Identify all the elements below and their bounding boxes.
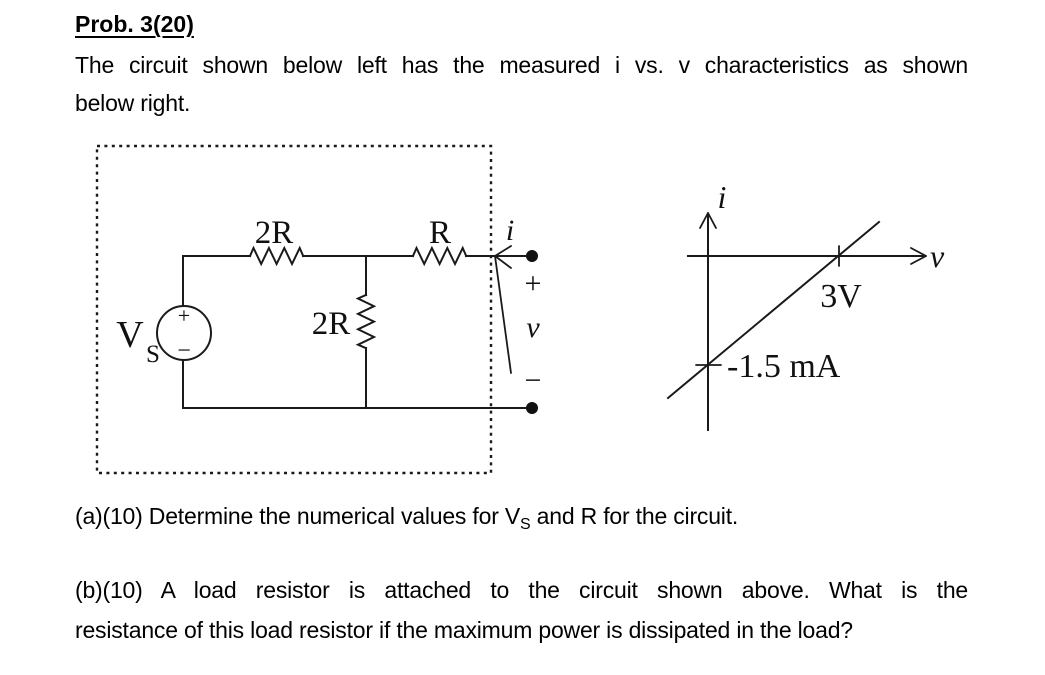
resistor-R-series-label: R <box>429 215 451 251</box>
current-label: i <box>506 214 514 247</box>
terminal-bottom <box>526 402 538 414</box>
terminal-top <box>526 250 538 262</box>
page-title: Prob. 3(20) <box>75 11 194 37</box>
current-arrow <box>494 255 512 374</box>
question-a: (a)(10) Determine the numerical values f… <box>75 503 968 533</box>
resistor-2R-shunt-label: 2R <box>312 306 351 342</box>
question-b: (b)(10) A load resistor is attached to t… <box>75 577 968 657</box>
v-axis-arrowhead <box>910 247 927 265</box>
iv-characteristic-line <box>666 220 881 400</box>
circuit-and-graph-figure: + − V S 2R R 2R i + v − <box>95 144 945 475</box>
resistor-2R-shunt-symbol <box>355 293 377 350</box>
i-axis-arrowhead <box>699 212 717 229</box>
current-arrowhead <box>494 245 512 269</box>
question-b-line-2: resistance of this load resistor if the … <box>75 617 853 643</box>
voltage-source-label: V <box>116 314 144 356</box>
question-a-suffix: and R for the circuit. <box>530 503 739 529</box>
resistor-2R-series-symbol <box>248 245 305 267</box>
port-minus-sign: − <box>525 364 542 397</box>
v-intercept-value-label: 3V <box>820 278 862 315</box>
voltage-source-label-subscript: S <box>146 341 160 368</box>
circuit-boundary-dashed-box <box>95 144 493 475</box>
intro-line-2: below right. <box>75 90 191 116</box>
question-a-prefix: (a)(10) Determine the numerical values f… <box>75 503 520 529</box>
question-a-vs-subscript: S <box>520 516 531 533</box>
intro-paragraph: The circuit shown below left has the mea… <box>75 52 968 128</box>
intro-line-1: The circuit shown below left has the mea… <box>75 52 968 78</box>
i-axis-label: i <box>718 179 727 215</box>
graph-axes <box>687 213 926 431</box>
v-axis-label: v <box>930 238 945 274</box>
resistor-R-series-symbol <box>411 245 468 267</box>
port-voltage-label: v <box>526 311 540 344</box>
circuit-diagram: + − V S 2R R 2R i + v − <box>95 144 542 475</box>
voltage-source-minus-sign: − <box>177 338 191 364</box>
resistor-2R-series-label: 2R <box>255 215 294 251</box>
port-plus-sign: + <box>525 267 542 300</box>
voltage-source-plus-sign: + <box>178 303 190 328</box>
figure-area: + − V S 2R R 2R i + v − <box>0 130 1045 495</box>
iv-characteristic-graph: i v 3V -1.5 mA <box>666 179 945 431</box>
i-intercept-value-label: -1.5 mA <box>727 348 841 385</box>
voltage-source-symbol <box>156 305 212 361</box>
question-b-line-1: (b)(10) A load resistor is attached to t… <box>75 577 968 603</box>
circuit-wires <box>182 255 533 409</box>
